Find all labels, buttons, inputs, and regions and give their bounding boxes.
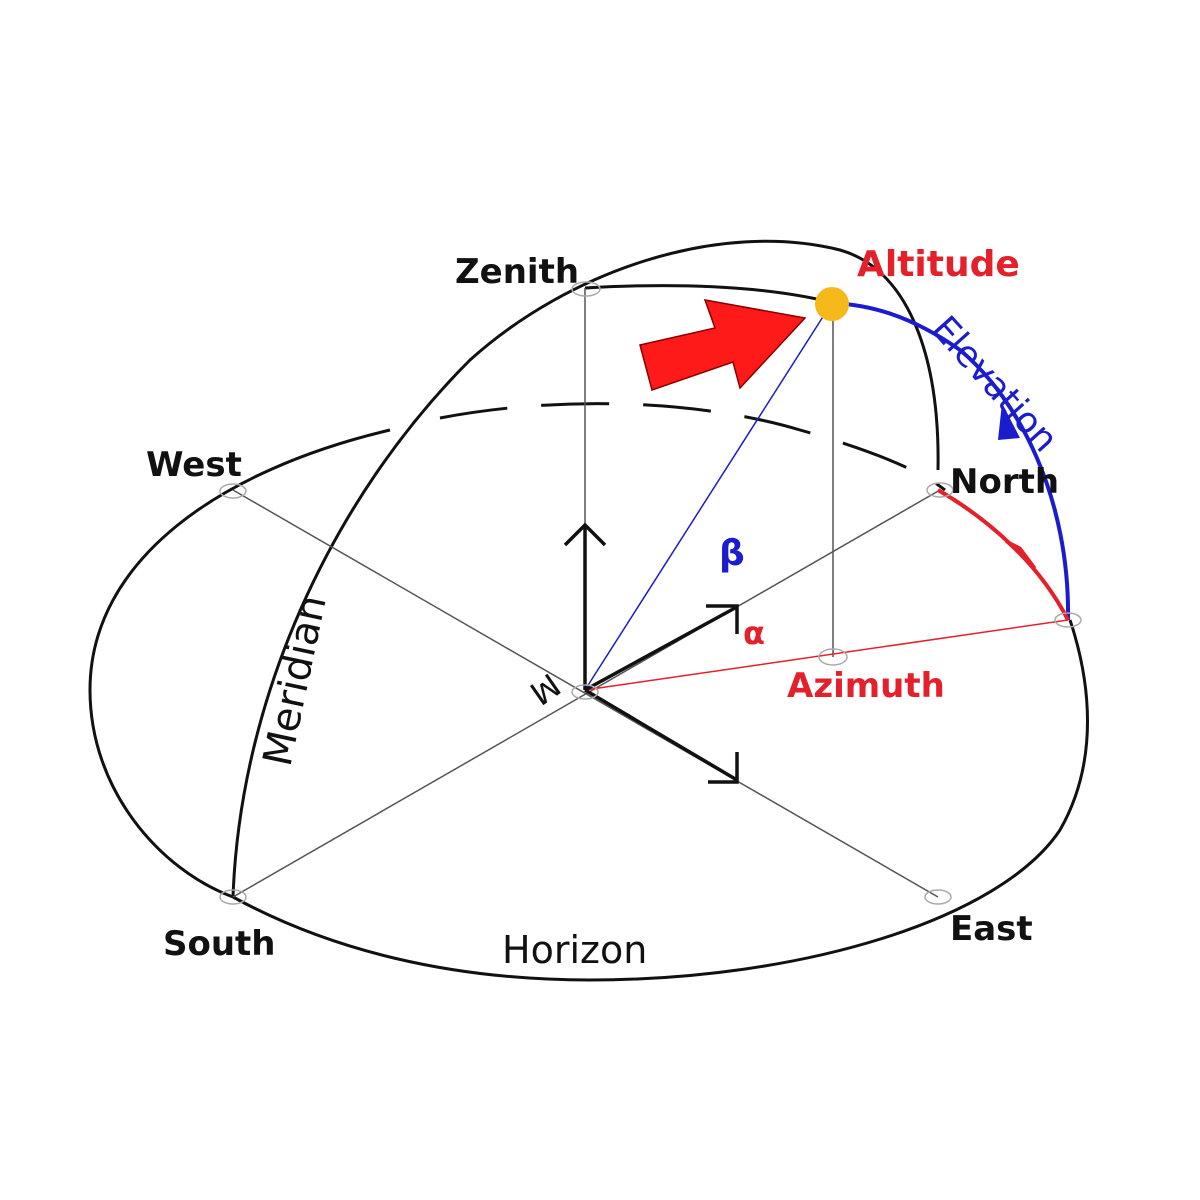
altitude-label: Altitude: [857, 244, 1020, 285]
north-arrow-head: [706, 604, 739, 634]
horizon-ellipse-front: [232, 619, 1089, 982]
meridian-arc: [231, 239, 940, 898]
zenith-altitude-arc: [584, 284, 831, 304]
azimuth-arrow-icon: [1004, 539, 1037, 570]
center-marker: [571, 684, 599, 700]
elevation-base-marker: [1054, 612, 1082, 628]
sun-icon: [815, 287, 849, 321]
beta-label: β: [719, 533, 745, 574]
south-north-axis: [232, 489, 941, 898]
west-label: West: [146, 445, 242, 485]
north-marker: [926, 482, 954, 498]
south-marker: [219, 889, 247, 905]
beta-line: [584, 311, 827, 691]
north-label: North: [950, 462, 1059, 502]
m-label: M: [523, 665, 567, 712]
south-label: South: [163, 924, 276, 964]
azimuth-marker: [818, 648, 848, 666]
elevation-label: Elevation: [923, 309, 1065, 461]
big-red-arrow-icon: [639, 299, 807, 391]
east-arrow-shaft: [584, 688, 738, 782]
east-marker: [924, 889, 952, 905]
azimuth-line: [584, 619, 1069, 691]
elevation-arc: [832, 301, 1071, 621]
azimuth-arc: [937, 488, 1070, 621]
sphere-back-dashed: [439, 402, 946, 492]
horizon-ellipse: [88, 428, 391, 899]
zenith-label: Zenith: [455, 252, 579, 292]
elevation-arrow-icon: [998, 403, 1020, 440]
north-arrow-shaft: [584, 606, 736, 692]
east-arrow-head: [708, 752, 739, 784]
azimuth-label: Azimuth: [787, 666, 945, 706]
horizon-label: Horizon: [502, 928, 647, 972]
east-label: East: [950, 909, 1033, 949]
alpha-label: α: [743, 614, 765, 652]
up-arrow-head: [563, 522, 607, 547]
west-marker: [219, 483, 247, 499]
meridian-label: Meridian: [255, 591, 336, 770]
zenith-marker: [571, 281, 601, 297]
